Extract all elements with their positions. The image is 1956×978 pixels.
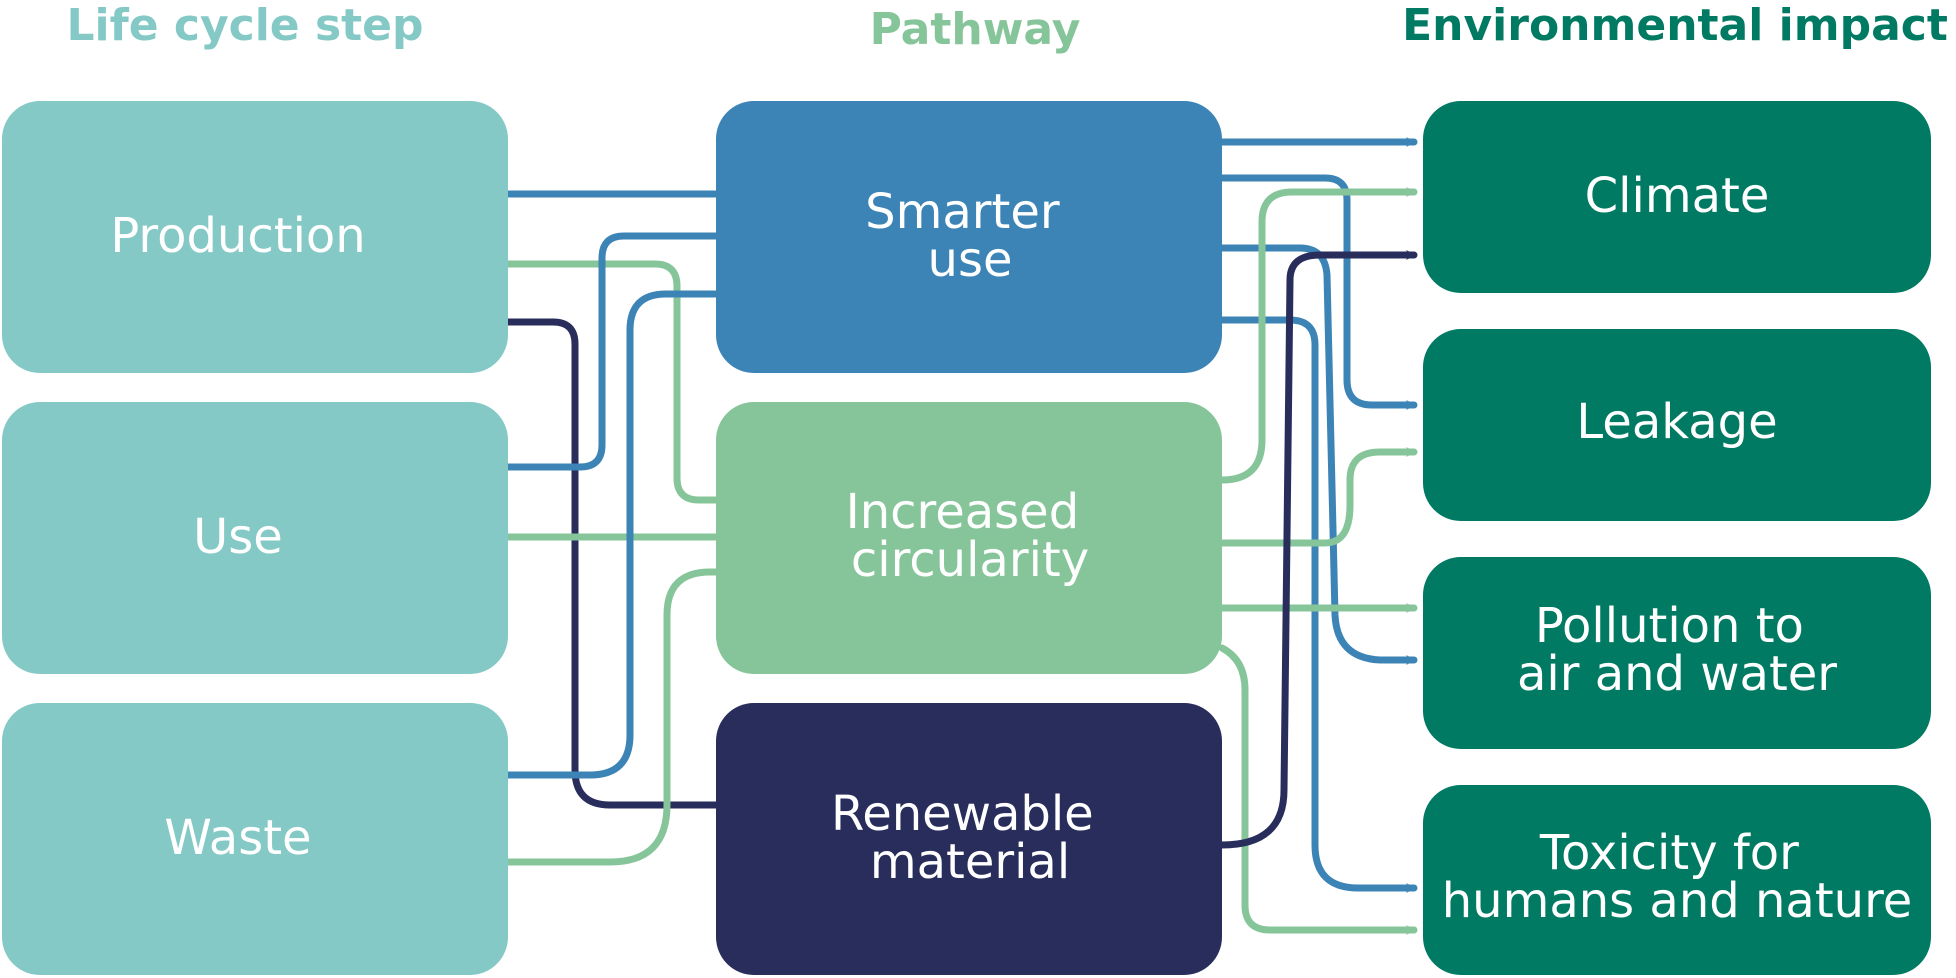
box-smarter-use: Smarter use [716, 101, 1222, 373]
toxicity-line-1: Toxicity for [1539, 825, 1799, 881]
pollution-line-1: Pollution to [1535, 598, 1804, 654]
box-pollution-label: Pollution to air and water [1517, 598, 1837, 702]
link-smarter-use-leakage [1218, 174, 1418, 410]
box-waste: Waste [2, 703, 508, 975]
link-waste-smarter-use [504, 290, 720, 779]
smarter-use-line-2: use [928, 232, 1013, 288]
box-smarter-use-label: Smarter use [865, 184, 1075, 288]
box-production-label: Production [110, 208, 365, 264]
header-environmental-impact: Environmental impact [1402, 0, 1948, 51]
pollution-line-2: air and water [1517, 646, 1837, 702]
box-climate-label: Climate [1585, 168, 1770, 224]
box-production: Production [2, 101, 508, 373]
renewable-material-line-1: Renewable [831, 786, 1094, 842]
box-leakage-label: Leakage [1576, 394, 1777, 450]
link-increased-circularity-leakage [1218, 447, 1418, 547]
box-use: Use [2, 402, 508, 674]
link-smarter-use-pollution [1218, 244, 1418, 665]
link-waste-increased-circularity [504, 568, 720, 866]
box-climate: Climate [1423, 101, 1931, 293]
box-increased-circularity-label: Increased circularity [846, 484, 1095, 588]
link-increased-circularity-climate [1218, 187, 1418, 484]
box-renewable-material: Renewable material [716, 703, 1222, 975]
header-life-cycle-step: Life cycle step [66, 0, 423, 51]
increased-circularity-line-2: circularity [851, 532, 1089, 588]
box-leakage: Leakage [1423, 329, 1931, 521]
box-renewable-material-label: Renewable material [831, 786, 1109, 890]
box-use-label: Use [193, 509, 283, 565]
renewable-material-line-2: material [870, 834, 1070, 890]
increased-circularity-line-1: Increased [846, 484, 1080, 540]
smarter-use-line-1: Smarter [865, 184, 1060, 240]
toxicity-line-2: humans and nature [1442, 873, 1913, 929]
box-pollution: Pollution to air and water [1423, 557, 1931, 749]
box-waste-label: Waste [164, 810, 311, 866]
box-increased-circularity: Increased circularity [716, 402, 1222, 674]
box-toxicity: Toxicity for humans and nature [1423, 785, 1931, 975]
box-toxicity-label: Toxicity for humans and nature [1442, 825, 1913, 929]
link-renewable-material-climate [1218, 250, 1418, 849]
header-pathway: Pathway [870, 4, 1081, 55]
link-production-renewable-material [504, 318, 720, 809]
link-use-smarter-use [504, 232, 720, 471]
link-increased-circularity-toxicity [1218, 644, 1418, 935]
link-production-increased-circularity [504, 260, 720, 504]
link-smarter-use-toxicity [1218, 316, 1418, 893]
